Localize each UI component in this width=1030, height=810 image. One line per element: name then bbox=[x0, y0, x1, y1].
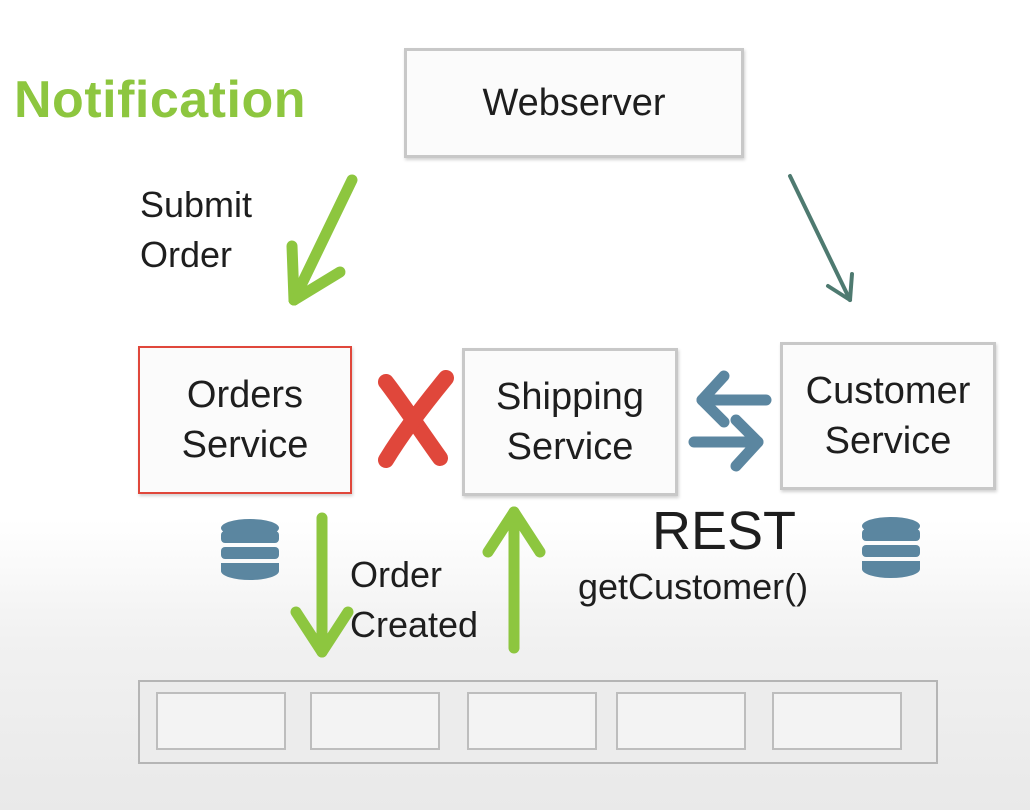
webserver-box: Webserver bbox=[404, 48, 744, 158]
rest-response-arrow-right-icon bbox=[688, 414, 764, 472]
shipping-service-box: Shipping Service bbox=[462, 348, 678, 496]
submit-order-arrow bbox=[286, 174, 358, 306]
webserver-to-customer-arrow bbox=[788, 174, 854, 302]
diagram-title: Notification bbox=[14, 71, 306, 129]
submit-order-label: Submit Order bbox=[140, 184, 253, 275]
customer-database-icon bbox=[862, 517, 920, 578]
customer-service-box: Customer Service bbox=[780, 342, 996, 490]
get-customer-label: getCustomer() bbox=[578, 566, 809, 607]
rest-request-arrow-left-icon bbox=[696, 370, 772, 428]
queue-slot bbox=[772, 692, 902, 750]
customer-service-label-line1: Customer bbox=[805, 370, 971, 412]
orders-database-icon bbox=[221, 519, 279, 580]
shipping-service-label-line1: Shipping bbox=[496, 376, 644, 418]
order-created-label: Order Created bbox=[350, 554, 479, 645]
webserver-label: Webserver bbox=[482, 82, 666, 124]
queue-slot bbox=[156, 692, 286, 750]
orders-service-label-line2: Service bbox=[181, 424, 309, 466]
rest-label: REST bbox=[652, 501, 797, 561]
order-created-arrow-down bbox=[290, 512, 354, 658]
queue-slot bbox=[467, 692, 597, 750]
orders-service-label-line1: Orders bbox=[186, 374, 304, 416]
orders-service-box: Orders Service bbox=[138, 346, 352, 494]
queue-slot bbox=[310, 692, 440, 750]
broken-link-x-icon bbox=[378, 370, 454, 468]
queue-slot bbox=[616, 692, 746, 750]
order-created-arrow-up bbox=[482, 506, 546, 654]
shipping-service-label-line2: Service bbox=[506, 426, 634, 468]
customer-service-label-line2: Service bbox=[824, 420, 952, 462]
